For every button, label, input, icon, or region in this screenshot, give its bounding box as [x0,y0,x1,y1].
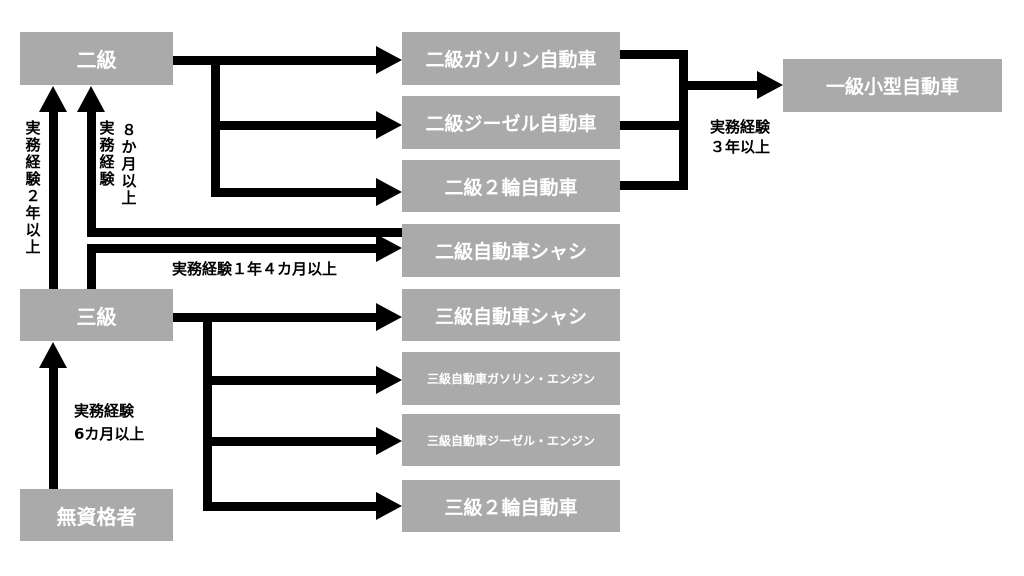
line-merge-gasoline [620,50,688,59]
arrowhead-to-sankyu-chassis [376,303,402,331]
node-nikyu-gasoline: 二級ガソリン自動車 [402,32,620,85]
arrowhead-to-ikkyu [757,71,783,99]
arrowhead-to-nikyu-right [77,86,105,112]
line-to-ikkyu [679,81,757,90]
arrowhead-to-sankyu-diesel-engine [376,427,402,455]
node-nikyu-chassis: 二級自動車シャシ [402,224,620,277]
label-chassis-from-sankyu: 実務経験１年４カ月以上 [172,260,338,278]
node-sankyu-2rin: 三級２輪自動車 [402,480,620,532]
line-merge-trunk [679,50,688,190]
arrowhead-to-nikyu-2rin [376,178,402,206]
label-sankyu-requirement-line2: 6カ月以上 [74,425,145,443]
line-to-nikyu-2rin [211,188,377,197]
node-sankyu: 三級 [20,289,173,341]
line-sankyu-to-chassis-h [87,244,377,253]
line-merge-2rin [620,181,688,190]
line-sankyu-trunk [203,313,212,511]
arrowhead-to-nikyu-left [39,86,67,112]
label-ikkyu-requirement-line1: 実務経験 [709,118,770,136]
arrowhead-to-nikyu-gasoline [376,46,402,74]
node-sankyu-chassis: 三級自動車シャシ [402,289,620,341]
label-nikyu-after-chassis-col2: 実務経験 [99,119,115,188]
line-merge-diesel [620,121,688,130]
label-nikyu-from-sankyu: 実務経験２年以上 [25,119,41,256]
label-nikyu-after-chassis-col1: ８か月以上 [121,121,137,207]
line-nikyu-out [173,56,377,65]
node-sankyu-diesel-engine: 三級自動車ジーゼル・エンジン [402,414,620,466]
arrowhead-to-sankyu-gasoline-engine [376,366,402,394]
line-to-sankyu-diesel-engine [203,437,377,446]
node-nikyu-diesel: 二級ジーゼル自動車 [402,96,620,149]
line-chassis-to-nikyu-v [87,110,96,237]
line-chassis-to-nikyu-h [87,228,402,237]
line-to-sankyu-gasoline-engine [203,376,377,385]
arrowhead-to-nikyu-chassis [376,234,402,262]
line-to-nikyu-diesel [211,121,377,130]
line-mushikaku-to-sankyu [49,366,58,489]
line-sankyu-out [173,313,377,322]
arrowhead-to-nikyu-diesel [376,111,402,139]
line-to-sankyu-2rin [203,502,377,511]
line-sankyu-to-nikyu [49,110,58,289]
node-nikyu-2rin: 二級２輪自動車 [402,160,620,212]
label-ikkyu-requirement-line2: ３年以上 [709,138,770,156]
arrowhead-to-sankyu-2rin [376,492,402,520]
label-sankyu-requirement-line1: 実務経験 [74,402,135,420]
node-sankyu-gasoline-engine: 三級自動車ガソリン・エンジン [402,352,620,405]
node-ikkyu-kogata: 一級小型自動車 [783,59,1002,112]
node-nikyu: 二級 [20,32,173,85]
line-sankyu-to-chassis-v [87,244,96,289]
arrowhead-to-sankyu [39,342,67,368]
node-mushikaku: 無資格者 [20,489,173,541]
